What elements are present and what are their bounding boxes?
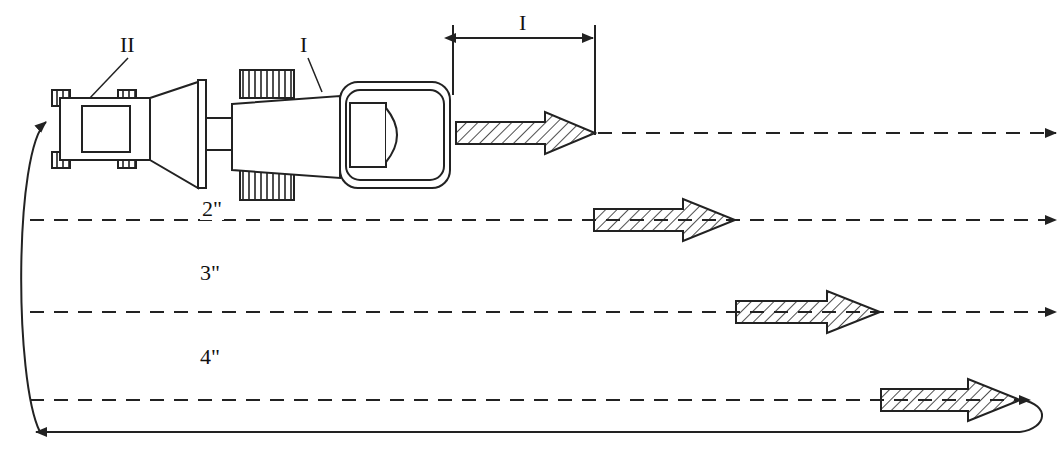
part-number: II: [118, 34, 137, 56]
part-number: I: [298, 34, 309, 56]
pass-number: 4": [198, 346, 222, 368]
pass-number: 2": [200, 198, 224, 220]
dimension-label: I: [517, 12, 528, 34]
pass-number: 3": [198, 262, 222, 284]
